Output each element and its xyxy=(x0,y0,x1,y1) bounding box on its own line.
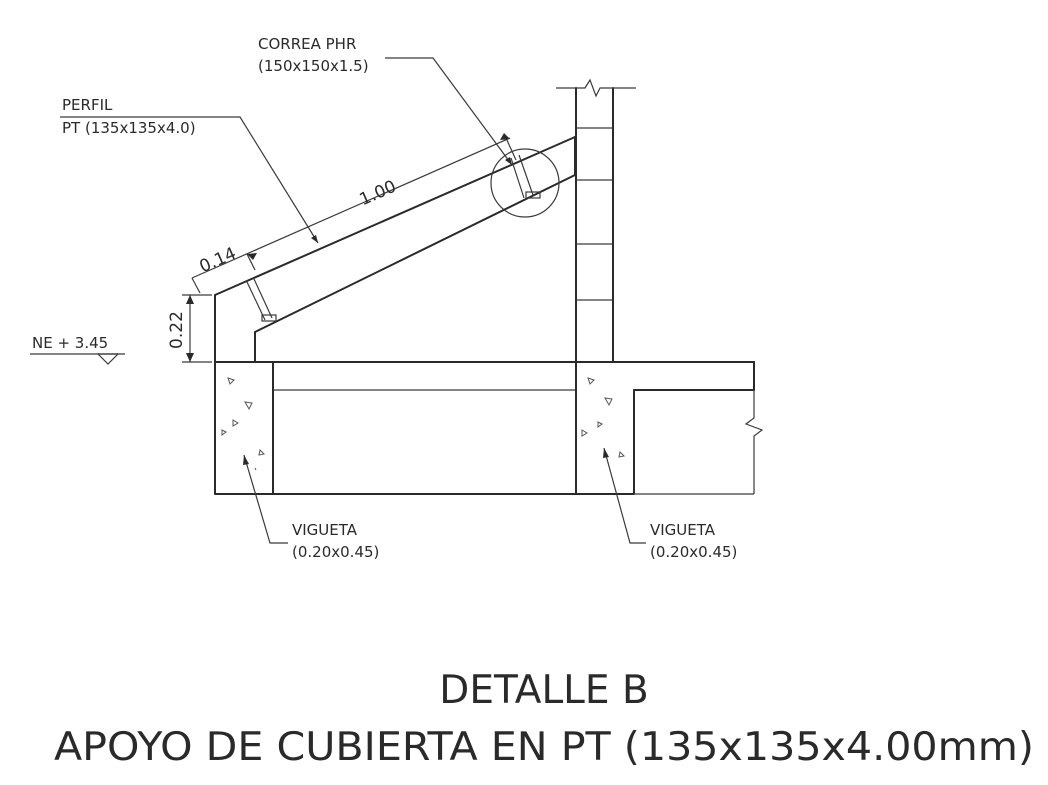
level-label: NE + 3.45 xyxy=(32,334,108,352)
sloped-profile xyxy=(214,136,576,363)
beam-left xyxy=(214,361,274,495)
title-line-2: APOYO DE CUBIERTA EN PT (135x135x4.00mm) xyxy=(54,725,1034,770)
title-line-1: DETALLE B xyxy=(439,668,648,713)
level-marker: NE + 3.45 xyxy=(30,334,125,365)
perfil-callout: PERFIL PT (135x135x4.0) xyxy=(60,96,319,244)
vigueta-left-label-2: (0.20x0.45) xyxy=(292,543,379,561)
correa-label-2: (150x150x1.5) xyxy=(258,57,369,75)
height-value: 0.22 xyxy=(167,311,187,349)
slope-dimension: 1.00 0.14 xyxy=(191,133,517,294)
vigueta-right-label-2: (0.20x0.45) xyxy=(650,543,737,561)
vigueta-right-label-1: VIGUETA xyxy=(650,521,716,539)
detail-title: DETALLE B APOYO DE CUBIERTA EN PT (135x1… xyxy=(54,668,1034,770)
brick-wall xyxy=(556,78,636,363)
vigueta-right-callout: VIGUETA (0.20x0.45) xyxy=(603,447,737,561)
length-value: 1.00 xyxy=(357,177,400,211)
floor-slab xyxy=(214,361,755,495)
offset-value: 0.14 xyxy=(197,244,240,278)
perfil-label-1: PERFIL xyxy=(62,96,113,114)
perfil-label-2: PT (135x135x4.0) xyxy=(62,119,196,137)
height-dimension: 0.22 xyxy=(167,294,212,363)
vigueta-left-label-1: VIGUETA xyxy=(292,521,358,539)
purlin-detail xyxy=(490,148,560,218)
base-plate xyxy=(246,278,277,322)
correa-callout: CORREA PHR (150x150x1.5) xyxy=(258,35,513,166)
beam-right xyxy=(575,361,764,495)
vigueta-left-callout: VIGUETA (0.20x0.45) xyxy=(243,454,379,561)
correa-label-1: CORREA PHR xyxy=(258,35,356,53)
